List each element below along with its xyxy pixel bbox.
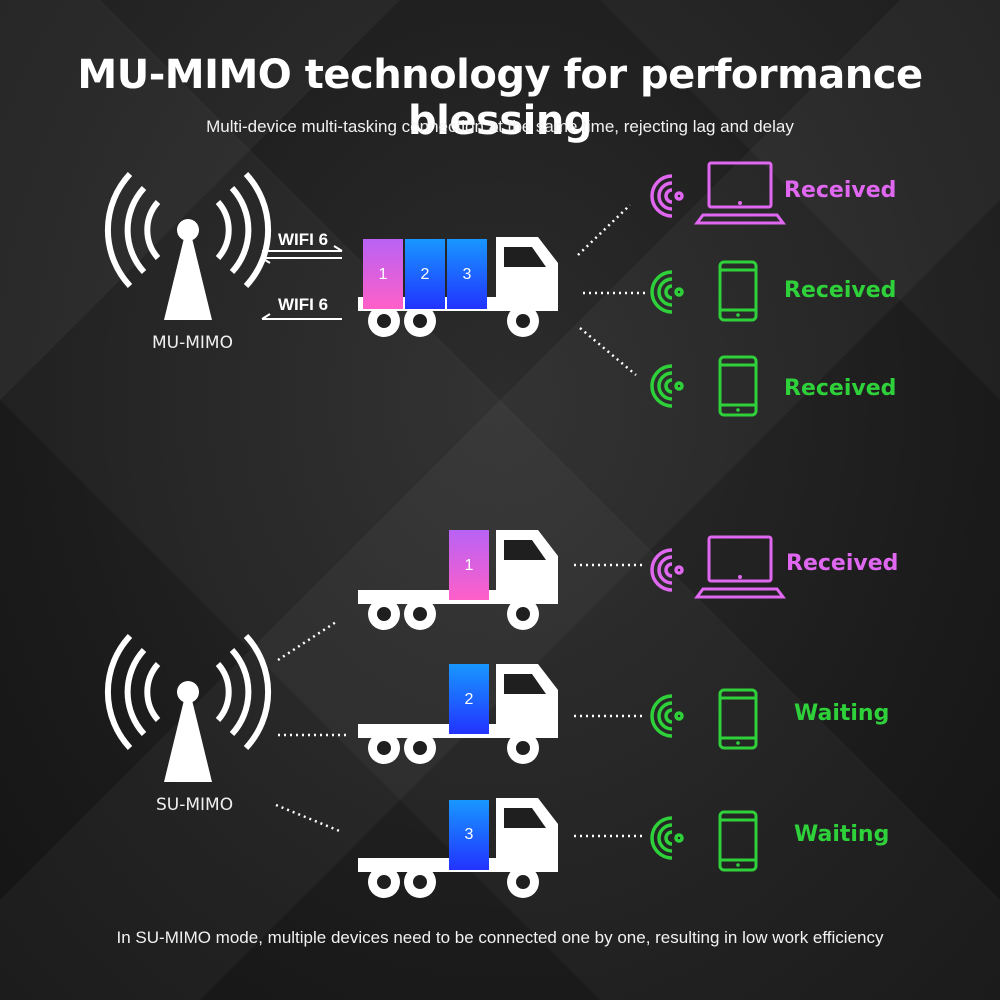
mu-device-2-waves-icon	[650, 270, 684, 314]
mu-device-1-waves-icon	[650, 174, 684, 218]
page-title: MU-MIMO technology for performance bless…	[77, 52, 923, 144]
su-tower-connectors	[275, 620, 346, 834]
mu-device-3-status: Received	[784, 376, 897, 401]
mu-device-3-waves-icon	[650, 364, 684, 408]
su-device-1-status: Received	[786, 551, 899, 576]
mu-box-1-label: 1	[379, 266, 388, 283]
mu-truck: 1 2 3	[358, 237, 558, 337]
su-box-2	[449, 664, 489, 734]
footer-note: In SU-MIMO mode, multiple devices need t…	[116, 928, 884, 947]
su-mimo-tower-icon	[108, 636, 268, 782]
mu-mimo-tower-icon	[108, 174, 268, 320]
mu-box-1	[363, 239, 403, 309]
mu-device-2-phone-icon	[718, 260, 758, 322]
mu-box-3	[447, 239, 487, 309]
su-device-3-status: Waiting	[794, 822, 890, 847]
mu-box-2	[405, 239, 445, 309]
mu-box-2-label: 2	[421, 266, 430, 283]
su-truck-2: 2	[358, 664, 558, 764]
su-device-connectors	[574, 563, 642, 838]
su-box-1	[449, 530, 489, 600]
mu-device-3-phone-icon	[718, 355, 758, 417]
mu-mimo-tower-label: MU-MIMO	[152, 333, 233, 353]
su-box-1-label: 1	[465, 557, 474, 574]
su-mimo-tower-label: SU-MIMO	[156, 795, 234, 815]
wifi-arrows-up	[261, 245, 343, 264]
su-device-2-phone-icon	[718, 688, 758, 750]
su-truck-1: 1	[358, 530, 558, 630]
su-device-2-status: Waiting	[794, 701, 890, 726]
su-truck-3: 3	[358, 798, 558, 898]
su-device-1-laptop-icon	[695, 535, 785, 599]
wifi-up-label: WIFI 6	[278, 230, 329, 249]
su-box-3-label: 3	[465, 826, 474, 843]
wifi-arrows-down	[261, 313, 342, 320]
su-device-2-waves-icon	[650, 694, 684, 738]
su-device-3-phone-icon	[718, 810, 758, 872]
mu-device-2-status: Received	[784, 278, 897, 303]
mu-box-3-label: 3	[463, 266, 472, 283]
su-box-3	[449, 800, 489, 870]
su-device-1-waves-icon	[650, 548, 684, 592]
page-subtitle: Multi-device multi-tasking connection at…	[206, 117, 794, 136]
wifi-down-label: WIFI 6	[278, 295, 329, 314]
mu-connectors	[577, 204, 645, 376]
mu-device-1-laptop-icon	[695, 161, 785, 225]
su-box-2-label: 2	[465, 691, 474, 708]
su-device-3-waves-icon	[650, 816, 684, 860]
mu-device-1-status: Received	[784, 178, 897, 203]
